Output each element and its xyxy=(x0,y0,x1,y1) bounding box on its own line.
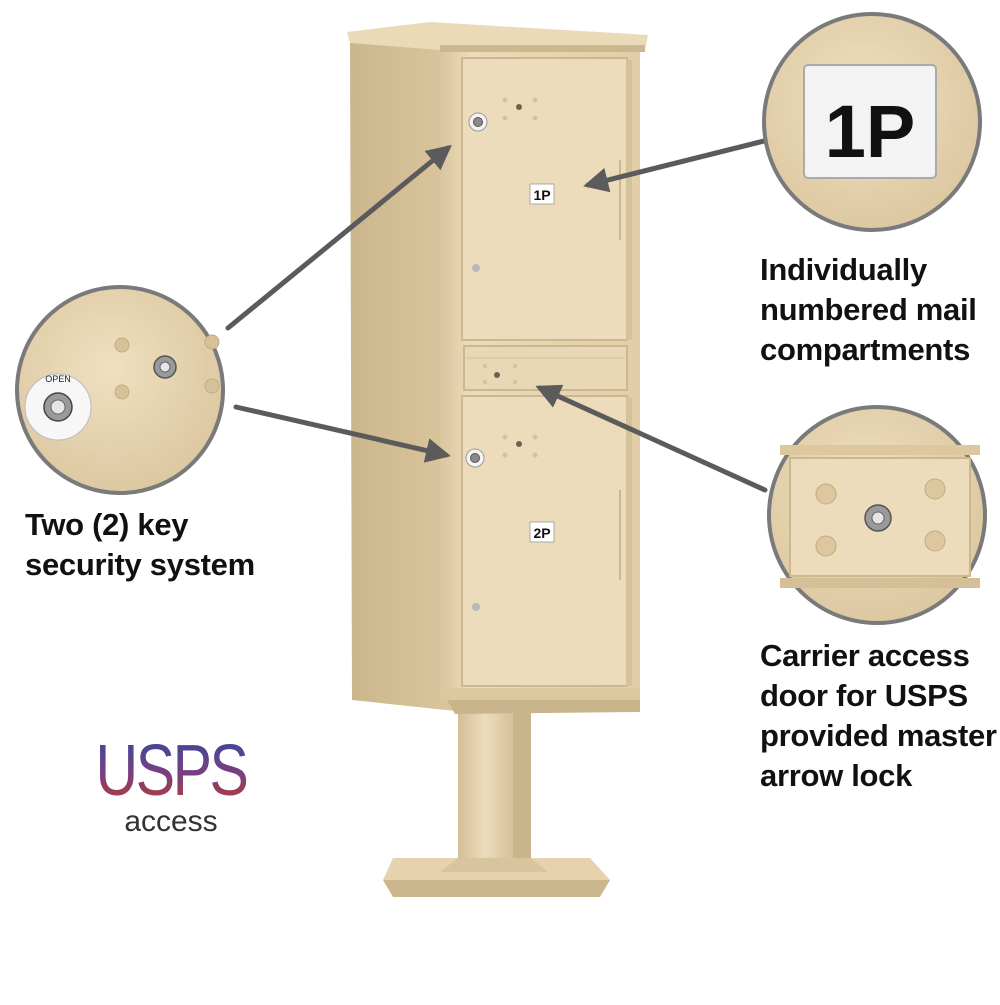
lock-icon xyxy=(864,504,892,532)
pedestal-post xyxy=(440,700,548,872)
callout-line: Two (2) key xyxy=(25,507,189,542)
knob-icon xyxy=(472,603,480,611)
carrier-access-door[interactable] xyxy=(463,345,628,391)
callout-line: numbered mail xyxy=(760,292,977,327)
callout-numbered-compartments: Individually numbered mail compartments xyxy=(760,250,977,370)
compartment-label-1p: 1P xyxy=(533,187,550,203)
zoom-circle-key-security: OPEN xyxy=(15,285,225,495)
callout-line: arrow lock xyxy=(760,758,913,793)
carrier-rivet-icons xyxy=(483,364,517,384)
callout-line: provided master xyxy=(760,718,997,753)
keyhole-icon xyxy=(516,104,522,110)
knob-icon xyxy=(472,264,480,272)
arrow-to-carrier-door xyxy=(535,384,768,493)
callout-line: security system xyxy=(25,547,255,582)
compartment-label-plate xyxy=(529,183,555,205)
callout-key-security: Two (2) key security system xyxy=(25,505,255,585)
arrow-to-upper-lock xyxy=(225,144,452,331)
lock-icon[interactable] xyxy=(468,112,488,132)
keyhole-icon xyxy=(516,441,522,447)
zoom-circle-carrier-door xyxy=(767,405,987,625)
rivet-icons xyxy=(502,434,538,458)
logo-main-mark: USPS xyxy=(96,729,249,810)
compartment-door-1p[interactable] xyxy=(461,57,632,341)
callout-line: compartments xyxy=(760,332,971,367)
svg-text:USPS: USPS xyxy=(96,735,247,803)
arrow-to-lower-lock xyxy=(233,404,451,463)
zoom-circle-label: 1P xyxy=(762,12,982,232)
callout-line: door for USPS xyxy=(760,678,968,713)
rivet-icons xyxy=(502,97,538,121)
logo-subtitle: access xyxy=(124,805,218,838)
compartment-label-2p: 2P xyxy=(533,525,550,541)
lock-icon[interactable] xyxy=(465,448,485,468)
arrow-to-label xyxy=(583,137,771,193)
callout-carrier-access: Carrier access door for USPS provided ma… xyxy=(760,636,997,796)
compartment-label-plate xyxy=(529,521,555,543)
zoomed-label-text: 1P xyxy=(825,90,916,173)
callout-line: Individually xyxy=(760,252,927,287)
callout-line: Carrier access xyxy=(760,638,970,673)
usps-access-logo: USPS access xyxy=(86,729,256,838)
callout-arrows xyxy=(225,137,771,493)
lock-icon xyxy=(153,355,177,379)
mailbox-cabinet: 1P 2P xyxy=(347,22,648,714)
lock-sticker: OPEN xyxy=(24,373,92,441)
svg-text:OPEN: OPEN xyxy=(45,374,71,384)
carrier-lock-icon[interactable] xyxy=(494,372,500,378)
